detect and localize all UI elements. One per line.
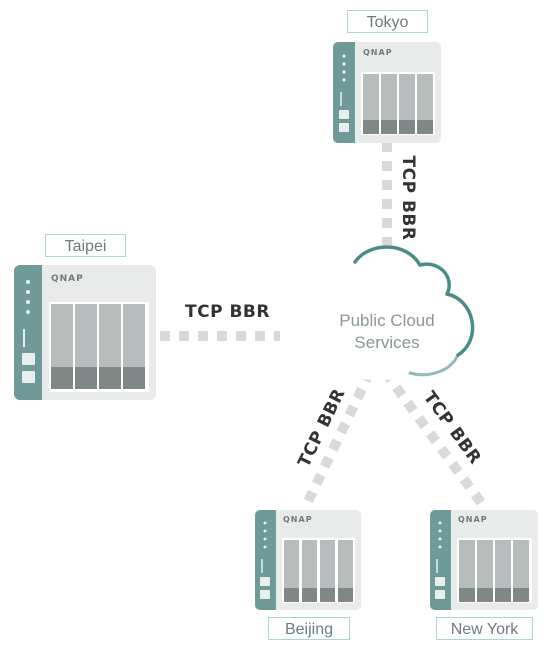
link-line-newyork <box>380 369 490 511</box>
nas-device-tokyo: QNAP <box>333 42 441 143</box>
link-label-taipei: TCP BBR <box>185 302 270 322</box>
node-label-tokyo: Tokyo <box>347 10 428 33</box>
brand-logo: QNAP <box>51 274 84 284</box>
cloud-label-line2: Services <box>354 333 420 352</box>
brand-logo: QNAP <box>458 515 488 524</box>
cloud-icon <box>303 245 475 381</box>
node-label-beijing: Beijing <box>268 617 350 640</box>
cloud-label: Public Cloud Services <box>322 310 452 354</box>
nas-icon <box>14 265 156 400</box>
node-label-newyork: New York <box>436 617 533 640</box>
nas-icon <box>333 42 441 143</box>
nas-icon <box>430 510 538 610</box>
node-label-taipei: Taipei <box>45 234 126 257</box>
nas-device-taipei: QNAP <box>14 265 156 400</box>
link-line-beijing <box>300 369 375 511</box>
brand-logo: QNAP <box>283 515 313 524</box>
nas-icon <box>255 510 361 610</box>
cloud-label-line1: Public Cloud <box>339 311 435 330</box>
nas-device-newyork: QNAP <box>430 510 538 610</box>
link-label-tokyo: TCP BBR <box>398 155 418 241</box>
brand-logo: QNAP <box>363 48 393 57</box>
nas-device-beijing: QNAP <box>255 510 361 610</box>
